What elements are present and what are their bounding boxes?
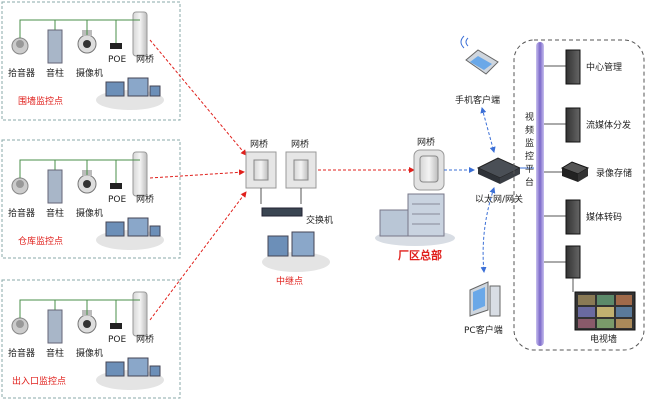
pickup-label: 拾音器 [8,347,35,359]
gateway-label: 以太网/网关 [475,193,523,205]
hq-bridge-icon [413,149,445,191]
link-pc-gateway [480,187,496,273]
platform-title-char: 平 [525,164,534,175]
poe-label: POE [108,55,127,65]
site-title: 出入口监控点 [12,375,66,387]
tv-server-icon [565,245,581,279]
platform-title-char: 控 [525,150,534,162]
pc-icon [469,281,501,317]
camera-label: 摄像机 [76,207,103,219]
site-box-2 [1,139,181,259]
switch-label: 交换机 [306,214,333,226]
camera-label: 摄像机 [76,67,103,79]
bridge-label: 网桥 [136,333,154,345]
camera-label: 摄像机 [76,347,103,359]
platform-bar [536,42,544,346]
server-icon [544,107,581,143]
poe-label: POE [108,195,127,205]
server-label: 中心管理 [586,61,622,73]
mobile-label: 手机客户端 [455,94,500,106]
relay-bridge-2 [285,151,317,189]
server-label: 流媒体分发 [586,119,631,131]
server-icon [544,199,581,235]
storage-icon [544,161,590,182]
gateway-icon [476,157,522,184]
platform-title-char: 台 [525,176,534,188]
site-title: 围墙监控点 [18,95,63,107]
link-site3-relay [149,191,247,321]
link-site1-relay [149,39,247,156]
site-box-3 [1,279,181,399]
relay-bridge-1 [245,151,277,189]
server-label: 媒体转码 [586,211,622,223]
platform-title-char: 频 [525,124,534,136]
mobile-icon [465,49,499,75]
link-site2-relay [149,169,245,179]
platform-title-char: 监 [525,137,534,149]
relay-bridge-label: 网桥 [250,138,268,150]
tv-wall-label: 电视墙 [590,333,617,345]
poe-label: POE [108,335,127,345]
link-mobile-gateway [480,107,496,153]
relay-title: 中继点 [276,275,303,287]
bridge-label: 网桥 [136,53,154,65]
tv-wall-icon [574,291,636,331]
platform-box [513,39,645,351]
pickup-label: 拾音器 [8,67,35,79]
pillar-label: 音柱 [46,347,64,359]
pc-label: PC客户端 [464,324,503,336]
pickup-label: 拾音器 [8,207,35,219]
pillar-label: 音柱 [46,207,64,219]
bridge-label: 网桥 [136,193,154,205]
site-title: 仓库监控点 [18,235,63,247]
site-box-1 [1,1,181,121]
hq-title: 厂区总部 [398,248,442,262]
pillar-label: 音柱 [46,67,64,79]
hq-bridge-label: 网桥 [417,136,435,148]
server-label: 录像存储 [596,167,632,179]
relay-bridge-label: 网桥 [291,138,309,150]
server-icon [544,49,581,85]
hq-building-icon [375,193,455,246]
switch-icon [261,207,303,217]
platform-title-char: 视 [525,111,534,123]
